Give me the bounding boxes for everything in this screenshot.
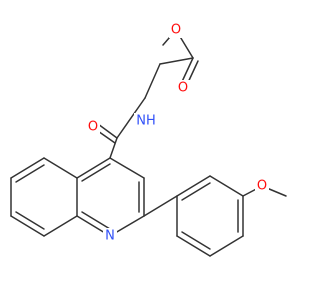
aryl-methoxy-oxygen: O	[255, 178, 269, 194]
bond	[176, 175, 211, 197]
bond	[15, 211, 45, 230]
bond	[181, 182, 211, 201]
bond	[143, 195, 178, 217]
bond	[159, 57, 194, 65]
bond	[116, 97, 146, 139]
ester-carbonyl-oxygen: O	[176, 80, 190, 96]
bond	[97, 123, 118, 139]
bond	[10, 157, 45, 179]
ester-methoxy-oxygen: O	[169, 22, 183, 38]
bond	[144, 63, 161, 99]
bond	[76, 157, 111, 179]
bond	[10, 215, 45, 237]
svg-text:O: O	[88, 120, 98, 135]
bond	[109, 137, 118, 159]
svg-text:O: O	[178, 81, 188, 96]
quinoline-nitrogen: N	[103, 228, 117, 244]
bond	[109, 157, 145, 179]
bond	[15, 164, 45, 183]
bond	[176, 235, 211, 257]
bond	[209, 235, 244, 257]
bond	[43, 157, 78, 179]
bond	[81, 211, 111, 230]
molecule-structure: O O NH O N O	[10, 22, 287, 257]
bonds	[10, 29, 287, 257]
amide-nitrogen: NH	[134, 113, 158, 129]
atom-labels: O O NH O N O	[86, 22, 269, 244]
svg-text:O: O	[171, 23, 181, 38]
bond	[43, 215, 78, 237]
svg-text:NH: NH	[136, 114, 156, 129]
svg-text:O: O	[257, 179, 267, 194]
svg-text:N: N	[105, 229, 115, 244]
amide-carbonyl-oxygen: O	[86, 119, 100, 135]
bond	[81, 163, 111, 182]
bond	[209, 175, 244, 197]
bond	[181, 231, 211, 250]
